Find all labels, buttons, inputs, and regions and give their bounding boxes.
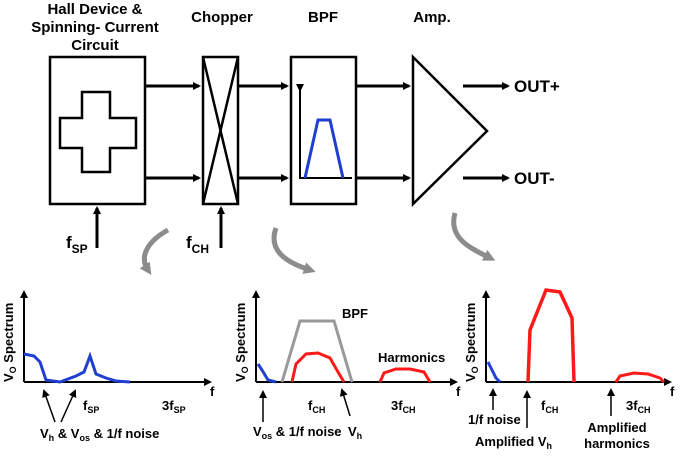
spectrum3-tick1-sub: CH xyxy=(545,405,558,415)
spectrum2-noise-label: Vos & 1/f noise xyxy=(253,424,342,441)
spectrum2-tick1-sub: CH xyxy=(312,405,325,415)
spectrum1-tick1-base: f xyxy=(83,398,88,413)
spectrum2-signal-curve xyxy=(290,351,346,383)
bpf-block xyxy=(289,55,358,206)
spectrum3-noise-curve xyxy=(486,361,502,384)
out-minus-label: OUT- xyxy=(514,169,555,188)
fsp-sub: SP xyxy=(72,242,88,256)
spectrum1-pointer-1 xyxy=(42,389,56,423)
spectrum1-tick-3fsp: 3fSP xyxy=(162,398,186,415)
spectrum3-amp-vh-main: Amplified V xyxy=(475,434,547,449)
spectrum2-bpf-label: BPF xyxy=(342,306,368,321)
spectrum1-ann-v2: & V xyxy=(54,426,80,441)
spectrum2-harmonics-label: Harmonics xyxy=(378,350,445,365)
spectrum-panel-3: VO Spectrum f fCH 3fCH 1/f noise Amplifi… xyxy=(463,288,675,451)
spectrum3-tick1-base: f xyxy=(541,398,546,413)
spectrum3-tick-3fch: 3fCH xyxy=(626,398,651,415)
bpf-passband-curve xyxy=(303,118,345,179)
spectrum2-noise-curve xyxy=(256,363,277,384)
out-plus-label: OUT+ xyxy=(514,77,560,96)
spectrum2-tick2-base: 3f xyxy=(391,398,403,413)
hall-label-line1: Hall Device & xyxy=(47,1,142,18)
fsp-base: f xyxy=(66,233,72,252)
spectrum2-tick1-base: f xyxy=(308,398,313,413)
hall-device-block xyxy=(48,55,147,206)
spectrum3-tick2-sub: CH xyxy=(638,405,651,415)
spectrum3-harmonics-curve xyxy=(614,371,666,384)
spectrum3-amp-vh-sub: h xyxy=(547,441,553,451)
flow-arrow-2 xyxy=(271,227,316,274)
spectrum2-tick-fch: fCH xyxy=(308,398,325,415)
spectrum1-tick1-sub: SP xyxy=(87,405,99,415)
spectrum3-tick-fch: fCH xyxy=(541,398,558,415)
spectrum3-amplified-signal-curve xyxy=(526,288,576,383)
fch-base: f xyxy=(186,233,192,252)
spectrum-panel-1: VO Spectrum f fSP 3fSP Vh & Vos & 1/f no… xyxy=(1,290,215,443)
spectrum1-ann-os: os xyxy=(79,433,90,443)
spectrum2-ylabel-rest: Spectrum xyxy=(233,303,248,367)
spectrum1-signal-curve xyxy=(23,351,131,384)
chopper-label: Chopper xyxy=(191,9,253,26)
chopper-block xyxy=(201,55,240,206)
spectrum3-harm-label-line2: harmonics xyxy=(584,436,650,451)
spectrum3-ylabel-sub: O xyxy=(470,366,480,373)
flow-arrow-1 xyxy=(139,227,170,275)
fch-label: fCH xyxy=(186,233,209,256)
spectrum2-noise-rest: & 1/f noise xyxy=(272,424,341,439)
spectrum2-tick2-sub: CH xyxy=(403,405,416,415)
spectrum2-harmonics-curve xyxy=(378,367,432,383)
spectrum3-ylabel-rest: Spectrum xyxy=(463,303,478,367)
spectrum2-vh-pointer xyxy=(339,388,351,417)
spectrum3-ylabel: VO Spectrum xyxy=(463,303,480,382)
spectrum2-vh-v: V xyxy=(348,424,357,439)
hall-label-line3: Circuit xyxy=(71,37,119,54)
spectrum3-x-label: f xyxy=(670,384,675,399)
spectrum1-tick-fsp: fSP xyxy=(83,398,99,415)
spectrum2-ylabel-sub: O xyxy=(240,366,250,373)
bpf-block-label: BPF xyxy=(308,9,338,26)
spectrum1-pointer-2 xyxy=(60,389,77,423)
spectrum1-tick2-base: 3f xyxy=(162,398,174,413)
spectrum1-annotation: Vh & Vos & 1/f noise xyxy=(40,426,159,443)
flow-arrow-3 xyxy=(451,212,496,261)
hall-label-line2: Spinning- Current xyxy=(31,19,159,36)
spectrum2-ylabel: VO Spectrum xyxy=(233,303,250,382)
hall-cross-icon xyxy=(58,90,138,174)
spectrum1-ann-v1: V xyxy=(40,426,49,441)
spectrum2-noise-v: V xyxy=(253,424,262,439)
spectrum2-ylabel-base: V xyxy=(233,373,248,382)
spectrum1-ylabel-sub: O xyxy=(8,366,18,373)
spectrum2-vh-h: h xyxy=(357,431,363,441)
spectrum3-noise-label: 1/f noise xyxy=(468,412,521,427)
fsp-label: fSP xyxy=(66,233,88,256)
spectrum1-x-label: f xyxy=(210,384,215,399)
spectrum2-vh-label: Vh xyxy=(348,424,362,441)
fch-sub: CH xyxy=(192,242,209,256)
spectrum-panel-2: VO Spectrum BPF Harmonics f fCH 3fCH Vos… xyxy=(233,290,461,441)
amp-label: Amp. xyxy=(413,9,451,26)
chopper-cross-line2 xyxy=(201,56,240,205)
spectrum1-tick2-sub: SP xyxy=(174,405,186,415)
spectrum1-ann-rest: & 1/f noise xyxy=(90,426,159,441)
bpf-inner-axes xyxy=(296,84,352,179)
spectrum2-noise-os: os xyxy=(262,431,273,441)
spectrum3-harm-label-line1: Amplified xyxy=(587,420,646,435)
spectrum1-ylabel-base: V xyxy=(1,373,16,382)
spectrum2-tick-3fch: 3fCH xyxy=(391,398,416,415)
spectrum3-tick2-base: 3f xyxy=(626,398,638,413)
spectrum2-bpf-curve xyxy=(280,319,354,383)
spectrum3-ylabel-base: V xyxy=(463,373,478,382)
spectrum1-ann-h: h xyxy=(49,433,55,443)
spectrum2-x-label: f xyxy=(456,384,461,399)
spectrum1-ylabel-rest: Spectrum xyxy=(1,303,16,367)
spectrum1-ylabel: VO Spectrum xyxy=(1,303,18,382)
amplifier-triangle xyxy=(411,53,489,207)
spectrum3-amp-vh-label: Amplified Vh xyxy=(475,434,552,451)
